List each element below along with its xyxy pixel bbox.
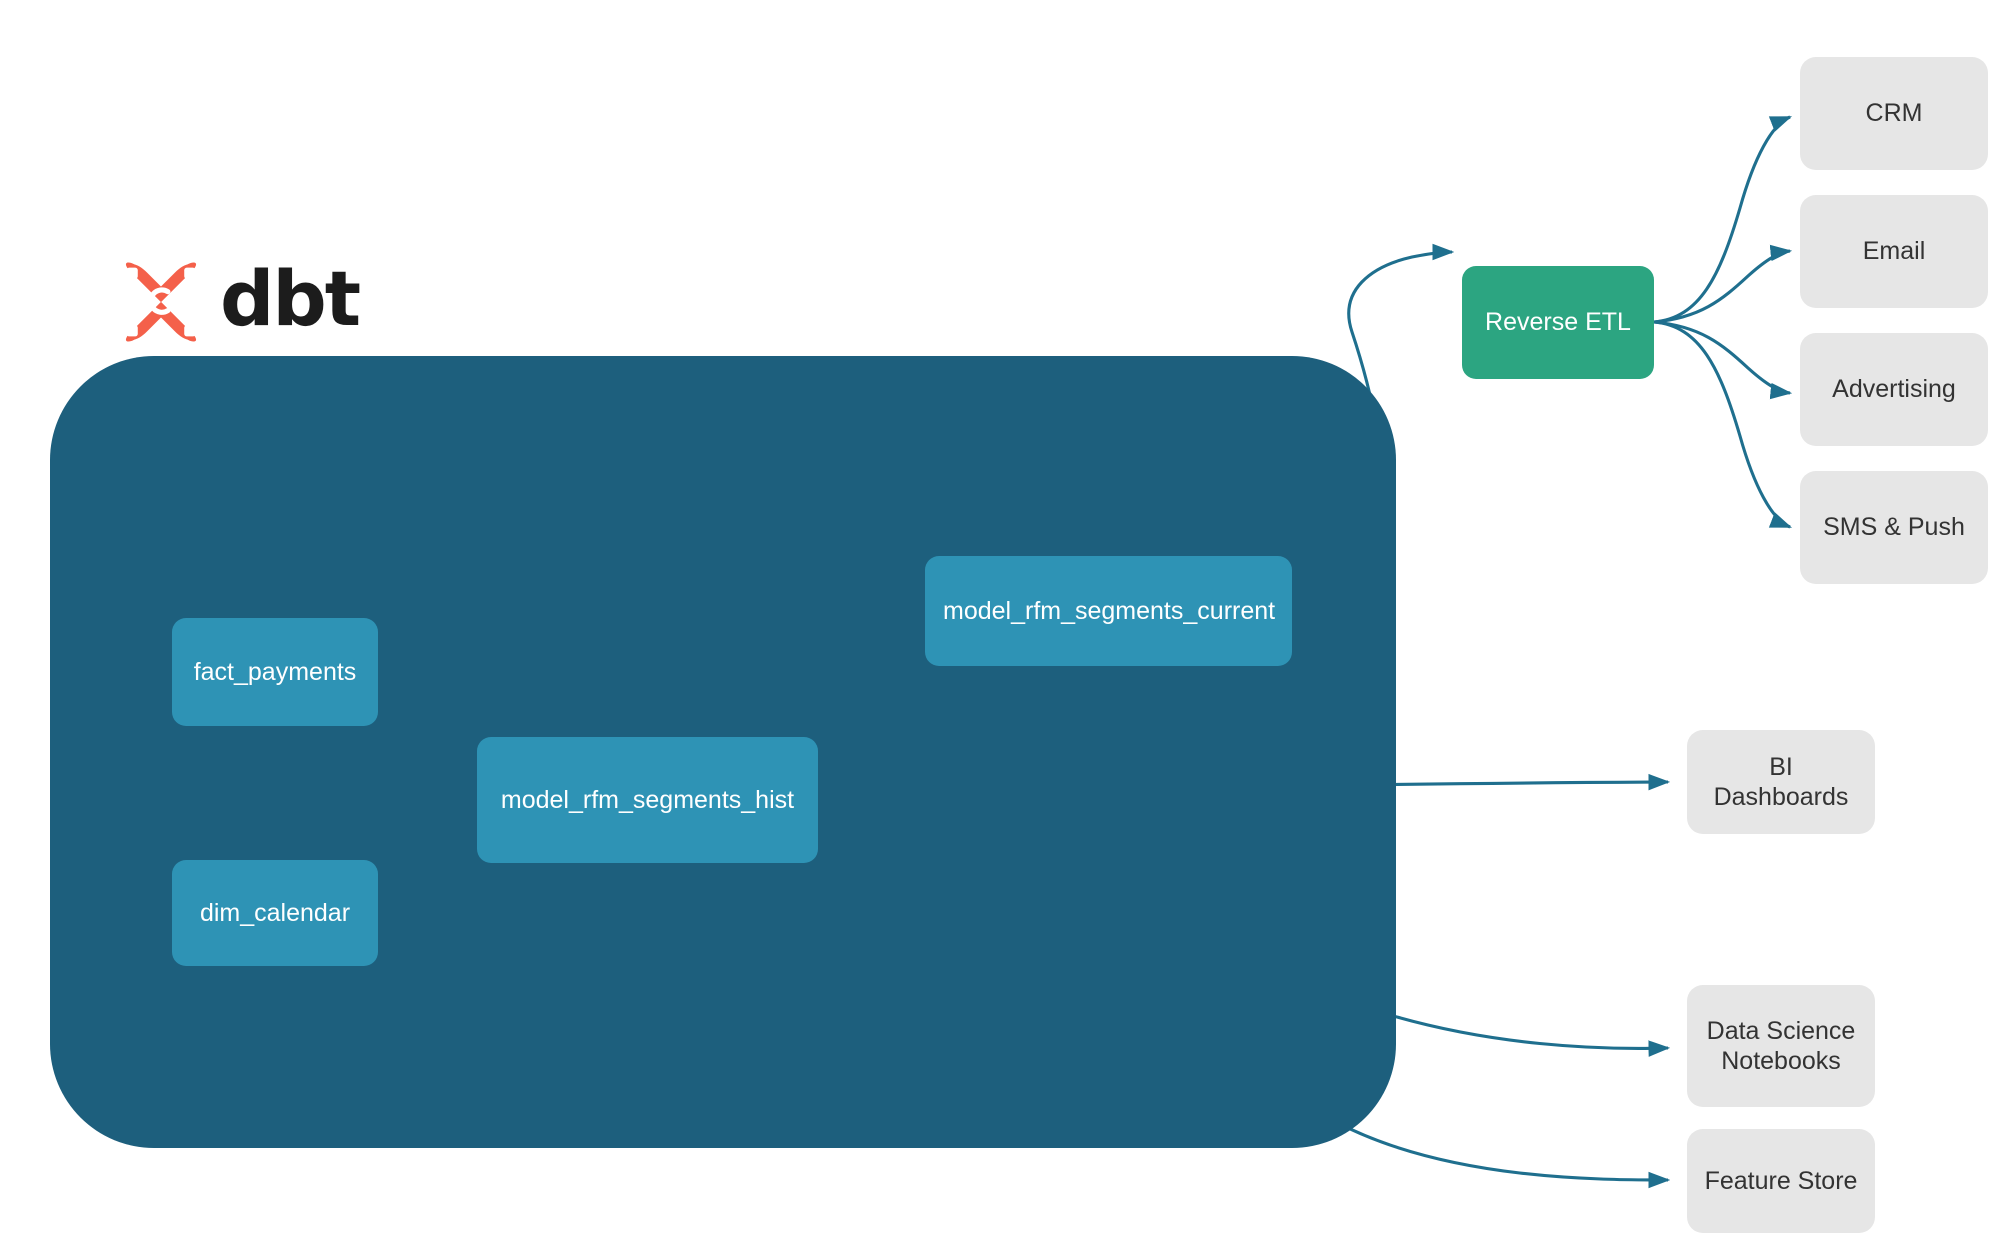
node-reverse-etl-label: Reverse ETL bbox=[1485, 308, 1631, 337]
edge-reverse-etl-to-crm bbox=[1653, 115, 1793, 324]
edge-reverse-etl-to-sms-push bbox=[1653, 320, 1793, 529]
dbt-wordmark: dbt bbox=[220, 254, 361, 343]
node-advertising[interactable]: Advertising bbox=[1800, 333, 1988, 446]
node-advertising-label: Advertising bbox=[1832, 375, 1956, 404]
edge-reverse-etl-to-email bbox=[1653, 244, 1793, 324]
node-bi-dashboards-label: BI Dashboards bbox=[1713, 752, 1849, 812]
node-model-rfm-segments-hist-label: model_rfm_segments_hist bbox=[500, 785, 795, 814]
node-sms-push[interactable]: SMS & Push bbox=[1800, 471, 1988, 584]
node-reverse-etl[interactable]: Reverse ETL bbox=[1462, 266, 1654, 379]
edge-reverse-etl-to-advertising bbox=[1653, 320, 1793, 400]
node-model-rfm-segments-current-label: model_rfm_segments_current bbox=[943, 596, 1276, 625]
node-data-science-notebooks-line2: Notebooks bbox=[1721, 1047, 1841, 1075]
node-dim-calendar[interactable]: dim_calendar bbox=[172, 860, 378, 966]
node-feature-store-label: Feature Store bbox=[1704, 1166, 1858, 1195]
node-data-science-notebooks[interactable]: Data Science Notebooks bbox=[1687, 985, 1875, 1107]
node-sms-push-label: SMS & Push bbox=[1823, 513, 1965, 542]
node-fact-payments[interactable]: fact_payments bbox=[172, 618, 378, 726]
node-model-rfm-segments-hist[interactable]: model_rfm_segments_hist bbox=[477, 737, 818, 863]
node-data-science-notebooks-line1: Data Science bbox=[1706, 1016, 1856, 1045]
node-model-rfm-segments-current[interactable]: model_rfm_segments_current bbox=[925, 556, 1292, 666]
node-bi-dashboards[interactable]: BI Dashboards bbox=[1687, 730, 1875, 834]
dbt-logo-icon bbox=[125, 262, 197, 342]
node-feature-store[interactable]: Feature Store bbox=[1687, 1129, 1875, 1233]
node-crm[interactable]: CRM bbox=[1800, 57, 1988, 170]
node-email[interactable]: Email bbox=[1800, 195, 1988, 308]
dbt-brand-logo: dbt bbox=[118, 252, 458, 352]
node-fact-payments-label: fact_payments bbox=[193, 657, 357, 686]
node-crm-label: CRM bbox=[1865, 99, 1923, 128]
node-data-science-notebooks-label: Data Science Notebooks bbox=[1699, 1016, 1863, 1077]
node-email-label: Email bbox=[1862, 237, 1926, 266]
node-dim-calendar-label: dim_calendar bbox=[199, 898, 351, 927]
